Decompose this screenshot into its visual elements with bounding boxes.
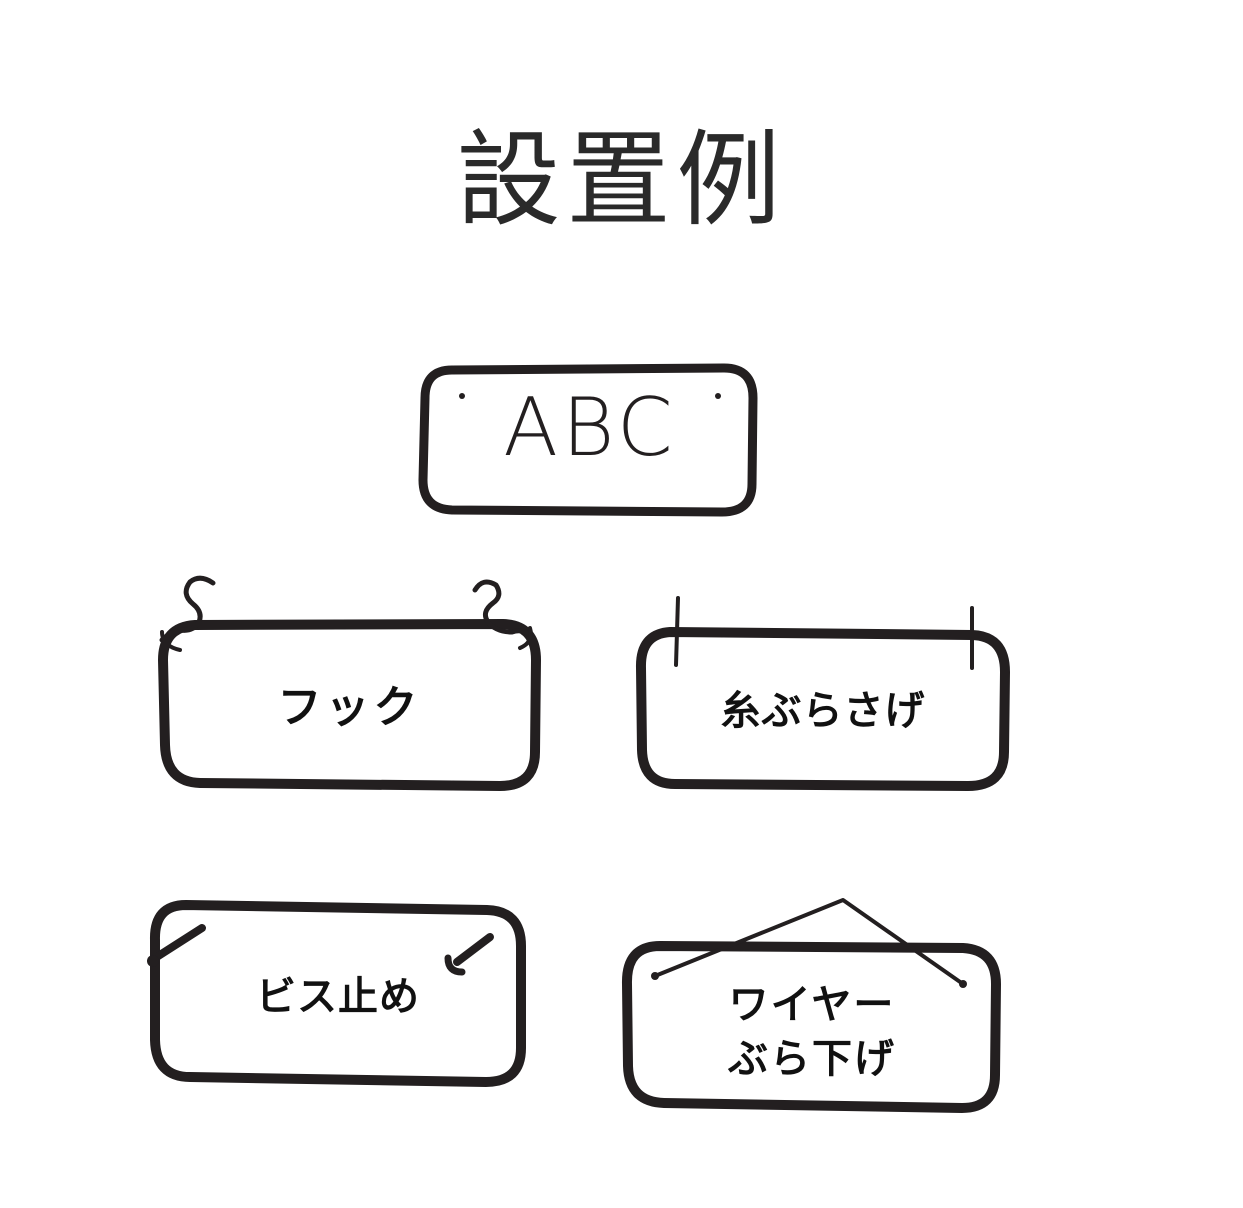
string-sign — [636, 596, 1010, 791]
sample-sign-hole-left — [459, 393, 465, 399]
hook-left-tip — [160, 630, 182, 652]
string-label: 糸ぶらさげ — [720, 688, 926, 734]
hook-right-tip — [518, 626, 533, 650]
wire-label-line-1: ワイヤー — [728, 982, 896, 1028]
page-title: 設置例 — [456, 119, 787, 241]
sample-sign-text: ABC — [503, 381, 677, 474]
sample-sign-frame — [418, 363, 758, 517]
screw-right-head — [444, 954, 466, 976]
wire-sign-frame — [621, 941, 1001, 1113]
screw-sign-frame — [150, 900, 526, 1087]
hook-sign — [158, 575, 541, 791]
hook-left-icon — [159, 575, 216, 643]
wire-hole-left — [651, 972, 659, 980]
sample-sign-hole-right — [715, 393, 721, 399]
wire-hole-right — [959, 980, 967, 988]
screw-right-icon — [453, 933, 494, 966]
wire-label-line-2: ぶら下げ — [728, 1036, 896, 1082]
sample-sign — [418, 363, 758, 517]
screw-left-icon — [148, 924, 206, 964]
hook-sign-frame — [158, 619, 541, 791]
string-left-icon — [674, 596, 680, 667]
hook-label: フック — [277, 682, 422, 733]
string-sign-frame — [636, 627, 1010, 791]
hook-right-icon — [472, 579, 535, 640]
screw-sign — [147, 900, 526, 1087]
wire-icon — [653, 898, 965, 986]
screw-left-head — [147, 955, 159, 967]
wire-sign — [621, 898, 1001, 1113]
screw-label: ビス止め — [256, 974, 420, 1020]
